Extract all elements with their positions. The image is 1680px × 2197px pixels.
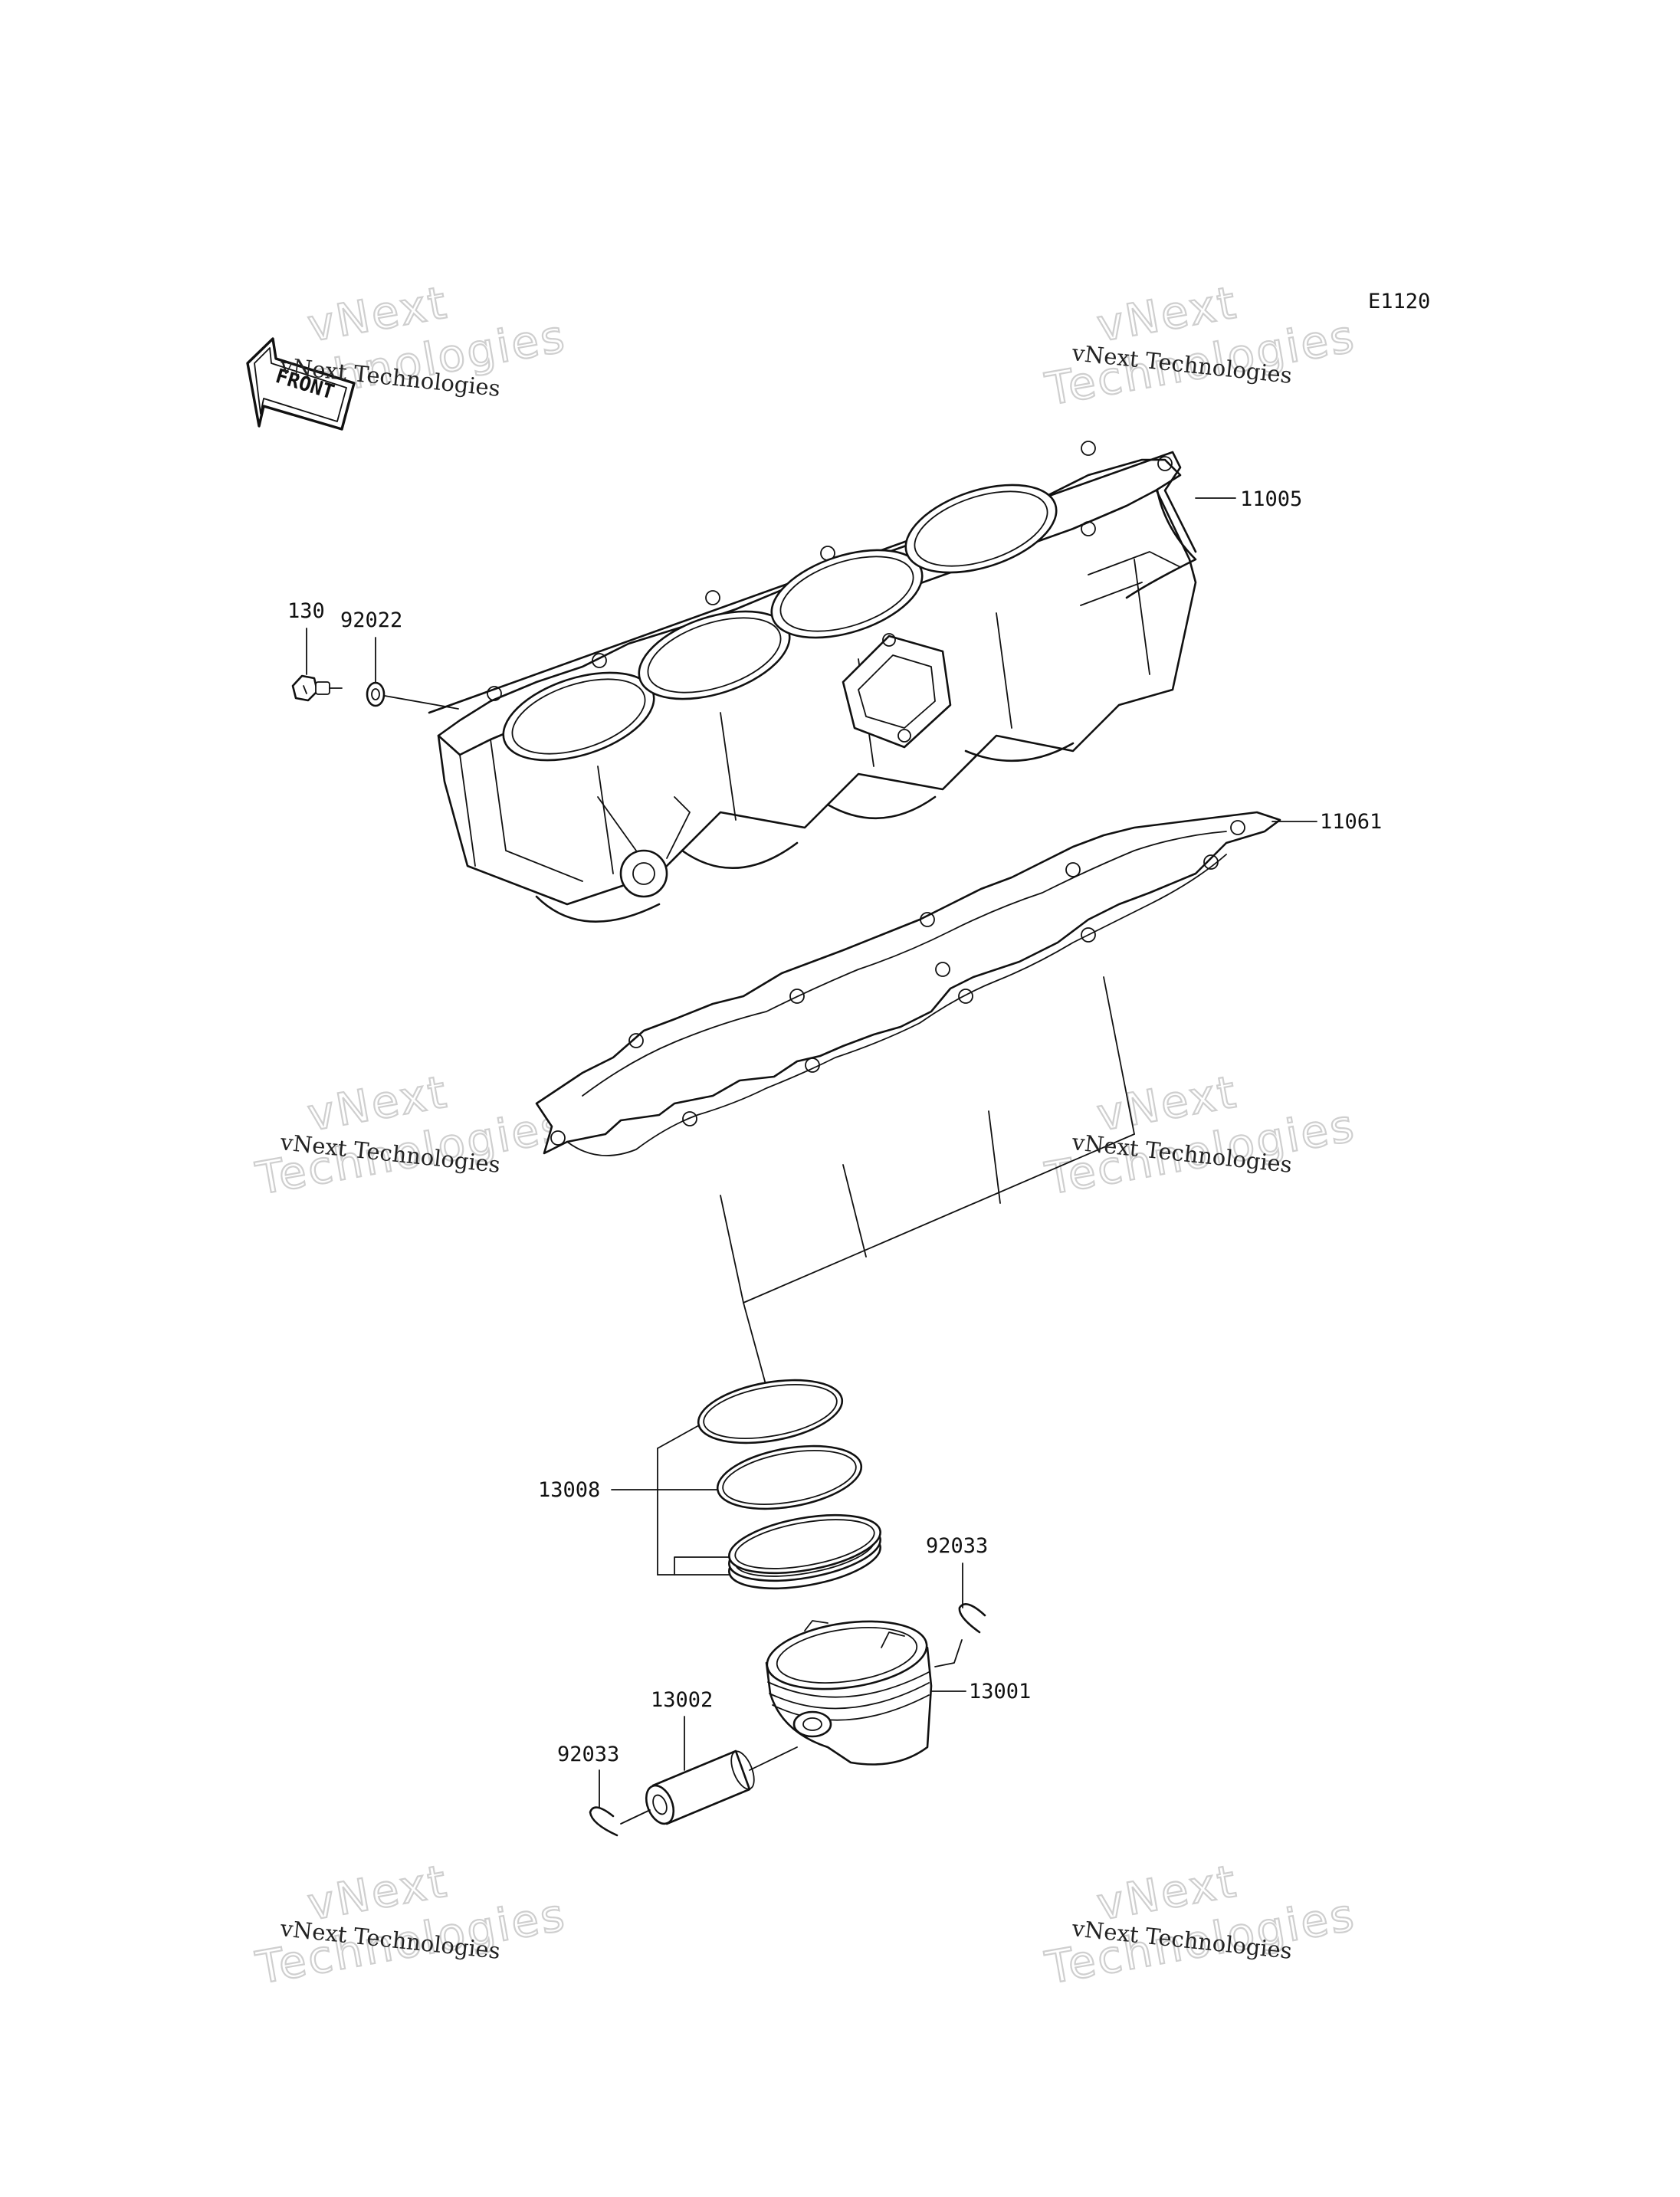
callout-rings[interactable]: 13008	[538, 1478, 600, 1502]
callout-cylinder[interactable]: 11005	[1240, 487, 1302, 511]
front-arrow-icon: FRONT	[246, 337, 356, 431]
circlip-right	[934, 1603, 986, 1667]
watermark-mid-left: vNext Technologies	[251, 1064, 571, 1205]
piston	[765, 1620, 933, 1766]
piston-rings	[697, 1379, 881, 1590]
cylinder-gasket	[535, 811, 1281, 1156]
callout-pin[interactable]: 13002	[651, 1688, 713, 1712]
piston-pin	[620, 1746, 798, 1825]
callout-gasket[interactable]: 11061	[1320, 810, 1382, 834]
washer	[366, 681, 386, 707]
watermark-mid-right: vNext Technologies	[1041, 1064, 1360, 1205]
bolt	[291, 674, 343, 702]
diagram-code: E1120	[1368, 290, 1430, 313]
callout-piston[interactable]: 13001	[969, 1680, 1031, 1703]
callout-bolt[interactable]: 130	[287, 599, 325, 623]
assembly-lines	[720, 976, 1135, 1388]
callout-washer[interactable]: 92022	[340, 608, 402, 632]
callout-clip-right[interactable]: 92033	[926, 1534, 988, 1558]
circlip-left	[589, 1806, 619, 1837]
callout-clip-left[interactable]: 92033	[557, 1743, 619, 1766]
leader-lines	[306, 497, 1317, 1808]
cylinder-block	[428, 441, 1197, 923]
watermark-bottom-right: vNext Technologies	[1041, 1854, 1360, 1995]
watermark-bottom-left: vNext Technologies	[251, 1854, 571, 1995]
watermark-top-right: vNext Technologies	[1041, 275, 1360, 416]
